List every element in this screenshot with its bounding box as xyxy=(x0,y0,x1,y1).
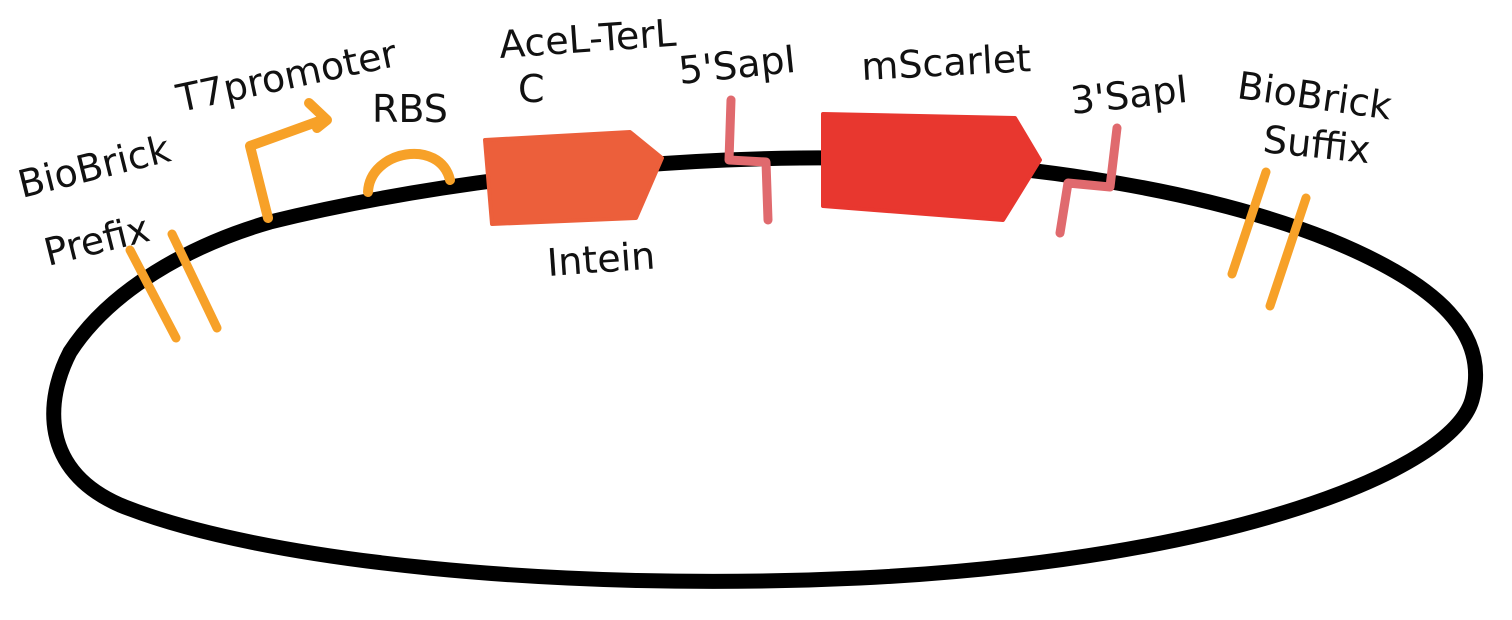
plasmid-backbone xyxy=(46,150,1484,589)
acel-terl-intein-cds xyxy=(483,130,664,226)
biobrick-suffix-marks xyxy=(1227,167,1311,311)
suffix-label-line2: Suffix xyxy=(1261,117,1372,172)
t7-promoter-arrow-icon xyxy=(245,98,332,223)
mscarlet-cds xyxy=(821,112,1042,222)
sapi-3prime-label: 3'SapI xyxy=(1068,67,1189,123)
rbs-arc-icon xyxy=(363,148,455,197)
suffix-label-line1: BioBrick xyxy=(1235,63,1395,128)
biobrick-prefix-marks xyxy=(125,229,222,343)
intein-label: Intein xyxy=(546,234,657,285)
rbs-label: RBS xyxy=(372,87,448,131)
mscarlet-label: mScarlet xyxy=(860,36,1032,89)
acel-terl-label-line2: C xyxy=(518,67,545,111)
prefix-label-line1: BioBrick xyxy=(14,127,175,207)
acel-terl-label-line1: AceL-TerL xyxy=(498,11,678,67)
sapi-3prime-site xyxy=(1055,123,1122,238)
t7-promoter-label: T7promoter xyxy=(172,31,401,121)
sapi-5prime-label: 5'SapI xyxy=(676,37,797,93)
sapi-5prime-site xyxy=(724,95,773,225)
